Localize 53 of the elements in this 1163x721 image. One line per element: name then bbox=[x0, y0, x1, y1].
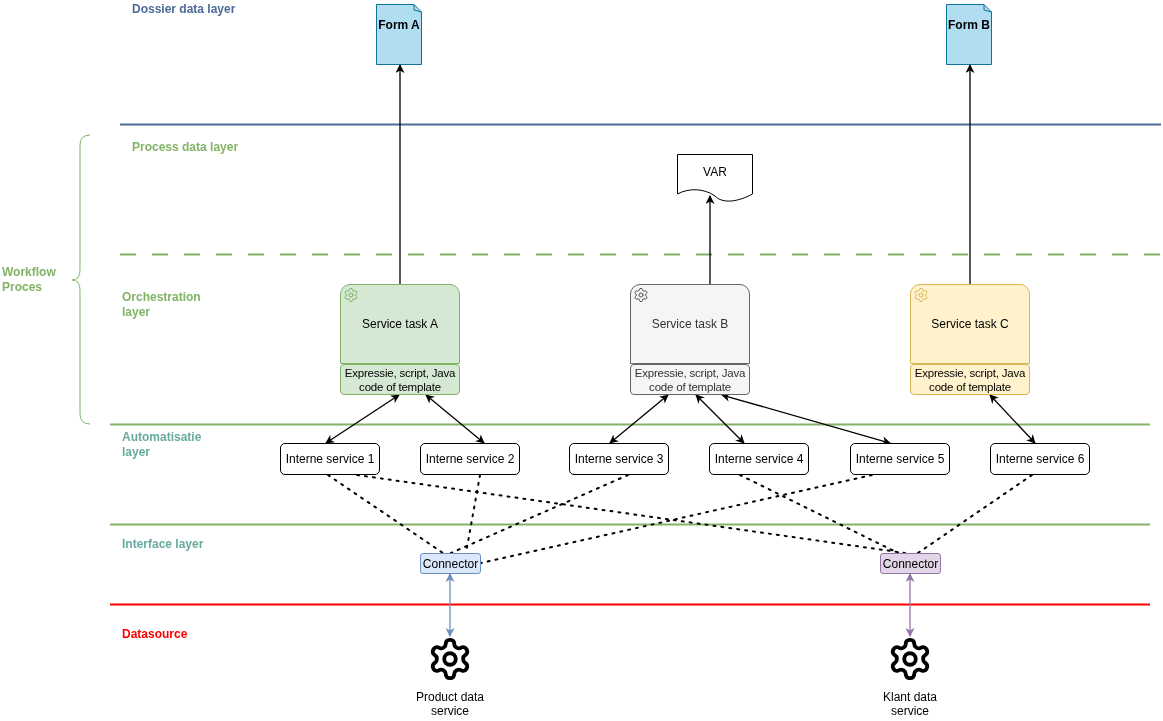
node-label: Expressie, script, Java code of template bbox=[633, 365, 747, 394]
service-box bbox=[850, 443, 950, 475]
service-box bbox=[990, 443, 1090, 475]
layer-label: Workflow Proces bbox=[2, 265, 57, 295]
layer-label: Dossier data layer bbox=[132, 2, 237, 17]
node-label: Interne service 5 bbox=[855, 452, 945, 466]
node-label: Product data service bbox=[414, 690, 485, 718]
node-label: Interne service 6 bbox=[995, 452, 1085, 466]
node-label: VAR bbox=[703, 165, 727, 179]
arrow bbox=[965, 64, 975, 285]
dotted-connector bbox=[356, 474, 906, 554]
node-label: Klant data service bbox=[881, 690, 938, 718]
service-box bbox=[420, 443, 520, 475]
arrow bbox=[705, 195, 715, 285]
arrow bbox=[445, 573, 455, 637]
layer-label: Orchestration layer bbox=[122, 290, 202, 320]
service-task-box bbox=[910, 284, 1030, 364]
dotted-connector bbox=[917, 474, 1033, 554]
arrow bbox=[425, 394, 485, 444]
node-label: Form B bbox=[948, 17, 990, 32]
node-label: Service task A bbox=[362, 317, 438, 331]
node-label: Connector bbox=[882, 556, 939, 571]
node-label: Interne service 1 bbox=[285, 452, 375, 466]
node-label: Interne service 2 bbox=[425, 452, 515, 466]
document-shape bbox=[376, 4, 422, 65]
arrow bbox=[989, 394, 1036, 444]
layer-label: Datasource bbox=[122, 627, 189, 642]
layer-label: Interface layer bbox=[122, 537, 205, 552]
dotted-connector bbox=[327, 474, 444, 554]
data-shape bbox=[677, 154, 753, 204]
dotted-connector bbox=[450, 474, 629, 554]
service-task-box bbox=[630, 284, 750, 364]
node-label: Expressie, script, Java code of template bbox=[343, 365, 457, 394]
node-label: Form A bbox=[378, 17, 420, 32]
node-label: Service task B bbox=[651, 317, 729, 331]
arrow bbox=[905, 573, 915, 637]
service-task-box bbox=[340, 284, 460, 364]
node-label: Expressie, script, Java code of template bbox=[913, 365, 1027, 394]
arrow bbox=[325, 394, 400, 444]
node-label: Service task C bbox=[931, 317, 1009, 331]
layer-label: Process data layer bbox=[132, 140, 240, 155]
service-box bbox=[709, 443, 809, 475]
node-label: Interne service 4 bbox=[714, 452, 804, 466]
layer-label: Automatisatie layer bbox=[122, 430, 203, 460]
service-box bbox=[569, 443, 669, 475]
arrow bbox=[695, 394, 745, 444]
arrow bbox=[609, 394, 669, 444]
service-box bbox=[280, 443, 380, 475]
arrow bbox=[395, 64, 405, 285]
document-shape bbox=[946, 4, 992, 65]
node-label: Interne service 3 bbox=[574, 452, 664, 466]
node-label: Connector bbox=[422, 556, 479, 571]
dotted-connector bbox=[480, 474, 873, 564]
